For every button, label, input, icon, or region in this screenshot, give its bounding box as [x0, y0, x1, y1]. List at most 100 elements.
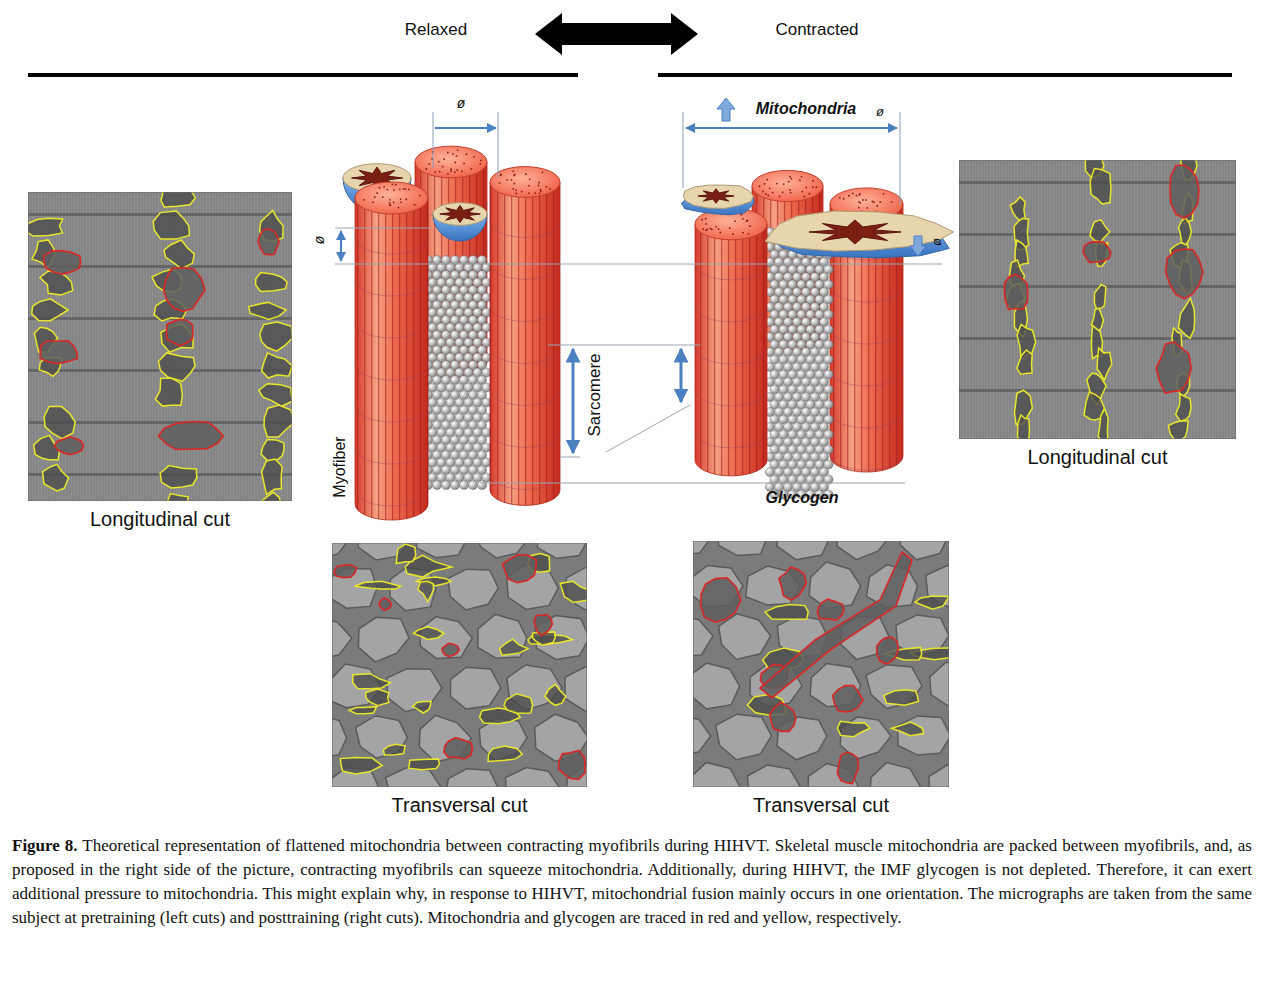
glycogen-trace: [164, 240, 194, 269]
filament-dot: [859, 193, 861, 195]
guide-line: [480, 483, 905, 484]
striation: [286, 192, 287, 501]
striation: [1058, 160, 1059, 439]
sarcomere-band: [695, 432, 767, 448]
glycogen-trace: [765, 604, 808, 619]
sarcomere-band: [355, 364, 428, 380]
filament-dot: [391, 183, 393, 185]
striation: [1145, 160, 1146, 439]
mitochondria-trace: [1004, 275, 1027, 310]
filament-dot: [395, 184, 397, 186]
myofibril-section: [693, 762, 740, 787]
filament-dot: [789, 189, 791, 191]
myofibril-cylinder: [695, 208, 767, 476]
cylinder-body: [355, 198, 428, 520]
filament-dot: [803, 196, 805, 198]
striation: [151, 192, 152, 501]
filament-dot: [454, 171, 456, 173]
striation: [205, 192, 206, 501]
filament-dot: [414, 204, 416, 206]
filament-dot: [542, 172, 544, 174]
filament-dot: [525, 173, 527, 175]
striation: [31, 192, 32, 501]
mitochondria-trace: [817, 599, 844, 620]
glycogen-granule: [468, 480, 477, 489]
striation: [1133, 160, 1134, 439]
filament-dot: [705, 218, 707, 220]
label-anchor: ø: [310, 236, 328, 245]
glycogen-trace: [1178, 298, 1194, 338]
label-anchor: ø: [927, 238, 945, 246]
striation: [1070, 160, 1071, 439]
glycogen-trace: [161, 192, 195, 207]
striation: [977, 160, 978, 439]
striation: [1154, 160, 1155, 439]
striation: [238, 192, 239, 501]
filament-dot: [425, 168, 427, 170]
figure-label: Contracted: [775, 20, 858, 40]
filament-dot: [763, 183, 765, 185]
mitochondrion-section: [433, 203, 487, 226]
glycogen-trace: [260, 322, 292, 351]
filament-dot: [528, 192, 530, 194]
cristae: [698, 189, 734, 203]
striation: [79, 192, 80, 501]
striation: [1211, 160, 1212, 439]
sarcomere-band: [695, 264, 767, 280]
filament-dot: [883, 193, 885, 195]
striation: [1127, 160, 1128, 439]
glycogen-trace: [264, 405, 292, 437]
striation: [1079, 160, 1080, 439]
filament-dot: [742, 232, 744, 234]
striation: [1115, 160, 1116, 439]
striation: [244, 192, 245, 501]
filament-dot: [386, 189, 388, 191]
striation: [1034, 160, 1035, 439]
figure-label: Glycogen: [766, 488, 839, 507]
myofibril-section: [445, 769, 498, 787]
sarcomere-band: [490, 306, 560, 321]
mitochondria-trace: [379, 598, 391, 610]
myofibril-section: [332, 715, 347, 758]
figure-label: ø: [311, 236, 328, 245]
myofibril-section: [332, 617, 352, 659]
striation: [1202, 160, 1203, 439]
filament-dot: [512, 188, 514, 190]
sarcomere-band: [355, 322, 428, 338]
striation: [1130, 160, 1131, 439]
striation: [1082, 160, 1083, 439]
striation: [995, 160, 996, 439]
filament-dot: [734, 220, 736, 222]
decrease-arrow: [910, 236, 926, 256]
filament-dot: [405, 198, 407, 200]
striation: [980, 160, 981, 439]
myofibril-section: [332, 543, 350, 560]
sarcomere-band: [355, 448, 428, 464]
glycogen-trace: [488, 746, 522, 762]
glycogen-trace: [500, 639, 528, 655]
guide-line: [335, 228, 430, 229]
striation: [235, 192, 236, 501]
filament-dot: [454, 162, 456, 164]
figure-label: Myofiber: [330, 436, 349, 497]
striation: [1214, 160, 1215, 439]
striation: [82, 192, 83, 501]
sarcomere-band: [695, 306, 767, 322]
micrograph: [28, 192, 292, 501]
micrograph-frame: [959, 160, 1236, 439]
sarcomere-band: [355, 490, 428, 506]
filament-dot: [443, 158, 445, 160]
filament-dot: [540, 191, 542, 193]
cristae: [809, 220, 901, 244]
filament-dot: [767, 194, 769, 196]
striation: [1229, 160, 1230, 439]
filament-dot: [466, 153, 468, 155]
striation: [1157, 160, 1158, 439]
glycogen-trace: [1179, 218, 1192, 246]
filament-dot: [511, 179, 513, 181]
filament-dot: [776, 183, 778, 185]
striation: [1055, 160, 1056, 439]
filament-dot: [852, 192, 854, 194]
filament-dot: [788, 181, 790, 183]
striation: [968, 160, 969, 439]
